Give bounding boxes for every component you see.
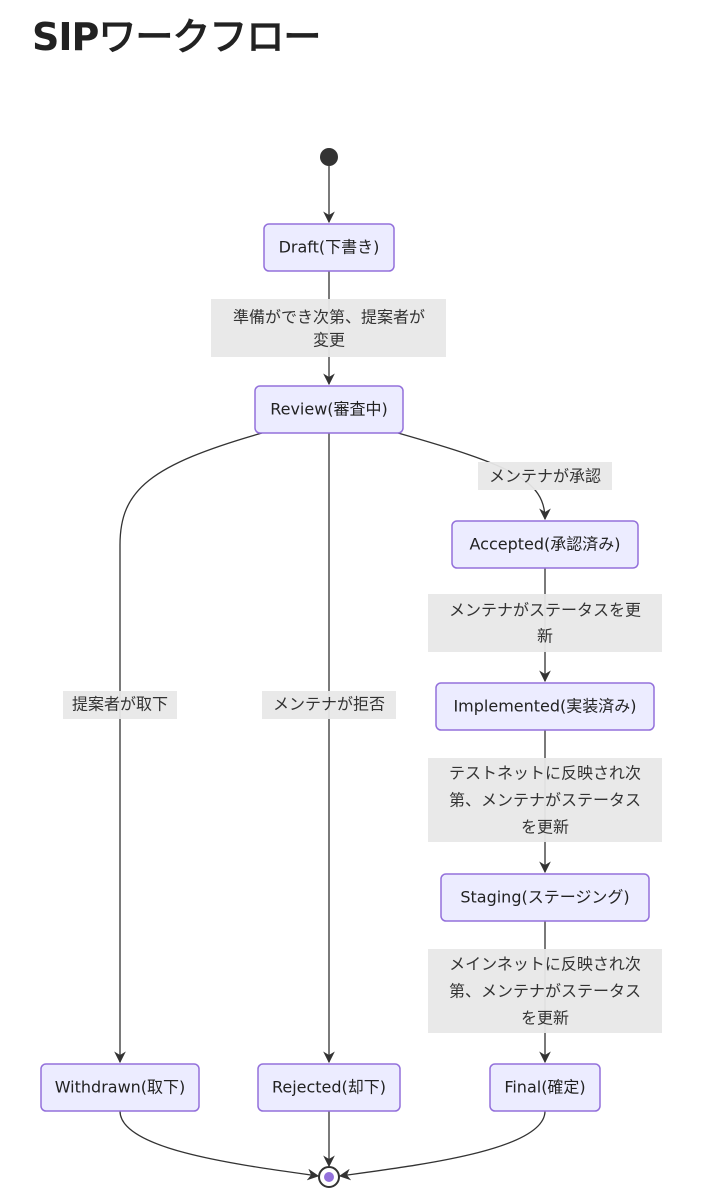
edge-review-withdrawn: [114, 432, 263, 1064]
state-label: Review(審査中): [270, 400, 388, 419]
state-rejected: Rejected(却下): [257, 1063, 401, 1112]
label-accepted-implemented: メンテナがステータスを更 新: [428, 594, 662, 652]
state-label: Implemented(実装済み): [453, 697, 636, 716]
state-label: Rejected(却下): [272, 1078, 386, 1097]
label-line: 新: [537, 627, 553, 646]
label-review-rejected: メンテナが拒否: [262, 691, 396, 719]
label-line: を更新: [521, 1009, 569, 1028]
state-label: Withdrawn(取下): [55, 1078, 186, 1097]
label-draft-review: 準備ができ次第、提案者が 変更: [211, 299, 446, 357]
state-staging: Staging(ステージング): [440, 873, 650, 922]
end-state: [318, 1166, 340, 1188]
label-staging-final: メインネットに反映され次 第、メンテナがステータス を更新: [428, 949, 662, 1033]
edges: [114, 166, 551, 1181]
label-line: メンテナが拒否: [273, 695, 385, 714]
state-label: Draft(下書き): [279, 238, 380, 257]
label-line: 第、メンテナがステータス: [449, 791, 641, 810]
state-withdrawn: Withdrawn(取下): [40, 1063, 200, 1112]
state-label: Staging(ステージング): [460, 888, 629, 907]
label-line: 第、メンテナがステータス: [449, 982, 641, 1001]
state-label: Final(確定): [504, 1078, 585, 1097]
label-line: テストネットに反映され次: [449, 764, 641, 783]
edge-withdrawn-end: [119, 1110, 320, 1181]
label-line: 変更: [313, 331, 345, 350]
state-label: Accepted(承認済み): [469, 535, 620, 554]
state-accepted: Accepted(承認済み): [451, 520, 639, 569]
label-line: メインネットに反映され次: [449, 955, 641, 974]
state-draft: Draft(下書き): [263, 223, 395, 272]
start-state: [320, 148, 338, 166]
diagram-title: SIPワークフロー: [32, 15, 321, 59]
label-line: メンテナがステータスを更: [449, 601, 641, 620]
label-line: メンテナが承認: [489, 467, 601, 486]
label-line: を更新: [521, 818, 569, 837]
label-line: 準備ができ次第、提案者が: [233, 308, 425, 327]
state-final: Final(確定): [489, 1063, 601, 1112]
label-line: 提案者が取下: [72, 695, 168, 714]
label-implemented-staging: テストネットに反映され次 第、メンテナがステータス を更新: [428, 758, 662, 842]
label-review-withdrawn: 提案者が取下: [63, 691, 177, 719]
label-review-accepted: メンテナが承認: [478, 462, 612, 490]
state-implemented: Implemented(実装済み): [435, 682, 655, 731]
edge-final-end: [338, 1110, 546, 1181]
state-review: Review(審査中): [254, 385, 404, 434]
